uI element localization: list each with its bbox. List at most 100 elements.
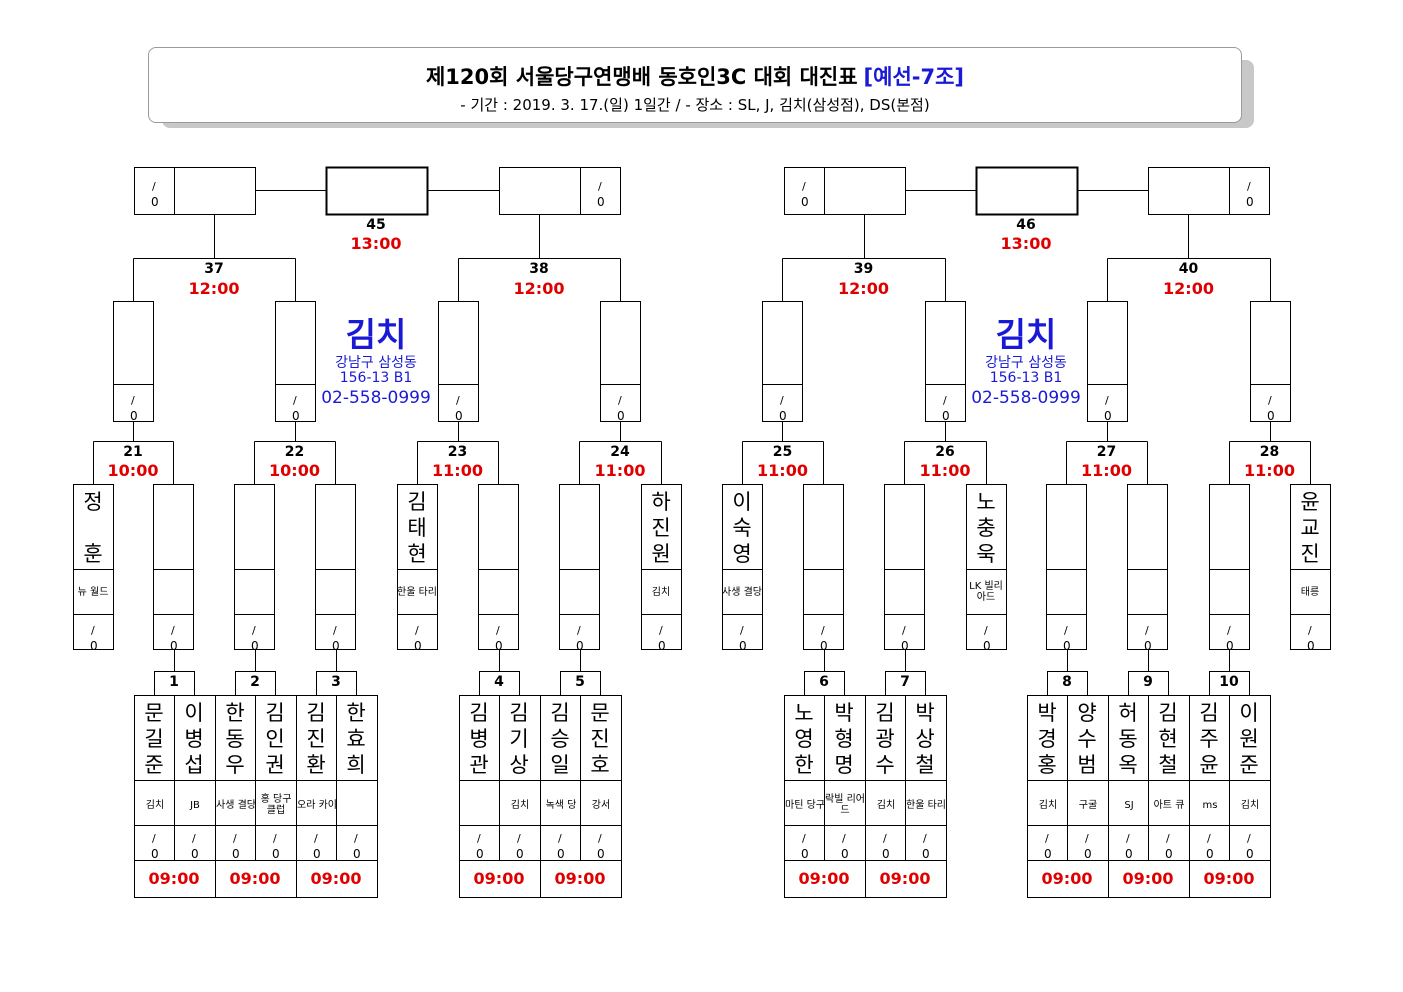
first-round-number-box xyxy=(154,671,195,696)
first-round-match-number: 3 xyxy=(331,674,341,690)
round3-score-value: 0 xyxy=(292,409,300,423)
first-round-score-slash: / xyxy=(1085,832,1089,845)
first-round-match-number: 2 xyxy=(250,674,260,690)
round3-score-slash: / xyxy=(1105,394,1109,407)
round2-score-value: 0 xyxy=(1144,639,1152,653)
first-round-player-club: 김치 xyxy=(1240,799,1260,811)
final-score-value: 0 xyxy=(801,195,809,209)
final-score-slash: / xyxy=(152,180,156,193)
round2-player-name: 정 훈 xyxy=(83,490,103,566)
semi-match-time: 12:00 xyxy=(513,279,565,298)
venue-phone: 02-558-0999 xyxy=(971,388,1081,408)
first-round-score-slash: / xyxy=(477,832,481,845)
semi-match-time: 12:00 xyxy=(188,279,240,298)
final-score-slash: / xyxy=(1247,180,1251,193)
first-round-player-name: 김 광 수 xyxy=(875,701,895,777)
first-round-score-value: 0 xyxy=(882,847,890,861)
round2-player-box xyxy=(153,484,194,650)
round3-score-value: 0 xyxy=(130,409,138,423)
semi-match-number: 39 xyxy=(853,261,874,277)
round2-score-value: 0 xyxy=(739,639,747,653)
round3-score-value: 0 xyxy=(455,409,463,423)
first-round-score-slash: / xyxy=(273,832,277,845)
round2-player-name: 김 태 현 xyxy=(407,490,427,566)
first-round-match-number: 4 xyxy=(494,674,504,690)
round2-score-value: 0 xyxy=(983,639,991,653)
round3-score-value: 0 xyxy=(942,409,950,423)
round2-score-value: 0 xyxy=(332,639,340,653)
round2-score-value: 0 xyxy=(170,639,178,653)
first-round-match-number: 7 xyxy=(900,674,910,690)
first-round-match-time: 09:00 xyxy=(1122,869,1174,888)
first-round-score-value: 0 xyxy=(1246,847,1254,861)
first-round-score-slash: / xyxy=(558,832,562,845)
round3-score-value: 0 xyxy=(1267,409,1275,423)
round2-match-time: 10:00 xyxy=(269,461,320,480)
page-title: 제120회 서울당구연맹배 동호인3C 대회 대진표 xyxy=(425,65,858,89)
round2-score-slash: / xyxy=(577,624,581,637)
round2-player-club: 한울 타리 xyxy=(397,586,437,598)
period-venue-info: - 기간 : 2019. 3. 17.(일) 1일간 / - 장소 : SL, … xyxy=(460,96,930,114)
first-round-score-slash: / xyxy=(923,832,927,845)
first-round-player-club xyxy=(460,788,500,822)
first-round-player-club: 오라 카이 xyxy=(297,799,337,811)
round2-match-time: 11:00 xyxy=(757,461,808,480)
first-round-player-name: 이 원 준 xyxy=(1239,701,1259,777)
round2-player-name: 노 충 욱 xyxy=(976,490,996,566)
first-round-score-slash: / xyxy=(883,832,887,845)
first-round-number-box xyxy=(479,671,520,696)
round2-score-slash: / xyxy=(496,624,500,637)
round2-score-value: 0 xyxy=(1226,639,1234,653)
first-round-number-box xyxy=(316,671,357,696)
first-round-player-name: 박 형 명 xyxy=(834,701,854,777)
first-round-score-slash: / xyxy=(1045,832,1049,845)
round3-player-box xyxy=(925,301,966,422)
first-round-score-value: 0 xyxy=(801,847,809,861)
first-round-score-value: 0 xyxy=(313,847,321,861)
round2-score-value: 0 xyxy=(576,639,584,653)
round2-score-value: 0 xyxy=(251,639,259,653)
first-round-score-slash: / xyxy=(1166,832,1170,845)
first-round-score-value: 0 xyxy=(272,847,280,861)
round2-match-number: 26 xyxy=(935,444,955,460)
round2-match-time: 11:00 xyxy=(1081,461,1132,480)
first-round-player-name: 김 인 권 xyxy=(265,701,285,777)
first-round-match-time: 09:00 xyxy=(879,869,931,888)
round2-player-box xyxy=(478,484,519,650)
first-round-player-name: 문 진 호 xyxy=(590,701,610,777)
first-round-player-club: 김치 xyxy=(510,799,530,811)
first-round-match-number: 5 xyxy=(575,674,585,690)
first-round-score-slash: / xyxy=(233,832,237,845)
first-round-score-value: 0 xyxy=(516,847,524,861)
first-round-player-name: 노 영 한 xyxy=(794,701,814,777)
first-round-player-club: 김치 xyxy=(876,799,896,811)
first-round-player-club: 사생 결당 xyxy=(216,799,256,811)
first-round-score-slash: / xyxy=(517,832,521,845)
round2-score-slash: / xyxy=(740,624,744,637)
first-round-score-slash: / xyxy=(1207,832,1211,845)
round2-score-value: 0 xyxy=(901,639,909,653)
final-score-value: 0 xyxy=(597,195,605,209)
first-round-player-name: 김 병 관 xyxy=(469,701,489,777)
round3-score-value: 0 xyxy=(1104,409,1112,423)
venue-address-detail: 156-13 B1 xyxy=(989,370,1063,386)
final-score-slash: / xyxy=(598,180,602,193)
round2-match-number: 27 xyxy=(1096,444,1117,460)
round3-score-value: 0 xyxy=(617,409,625,423)
round2-player-club: 태릉 xyxy=(1300,586,1320,598)
round2-score-value: 0 xyxy=(820,639,828,653)
final-score-value: 0 xyxy=(1246,195,1254,209)
round2-match-number: 21 xyxy=(123,444,143,460)
round2-player-box xyxy=(559,484,600,650)
round2-score-slash: / xyxy=(1308,624,1312,637)
final-player-box xyxy=(499,167,621,215)
venue-address: 강남구 삼성동 xyxy=(985,355,1067,371)
header-box: 제120회 서울당구연맹배 동호인3C 대회 대진표[예선-7조] - 기간 :… xyxy=(148,47,1242,123)
first-round-score-value: 0 xyxy=(922,847,930,861)
first-round-match-time: 09:00 xyxy=(310,869,362,888)
first-round-player-club: 홍 당구 클럽 xyxy=(260,794,292,816)
round2-match-time: 11:00 xyxy=(1244,461,1295,480)
first-round-player-name: 박 경 홍 xyxy=(1037,701,1057,777)
first-round-score-slash: / xyxy=(1126,832,1130,845)
first-round-score-value: 0 xyxy=(1084,847,1092,861)
